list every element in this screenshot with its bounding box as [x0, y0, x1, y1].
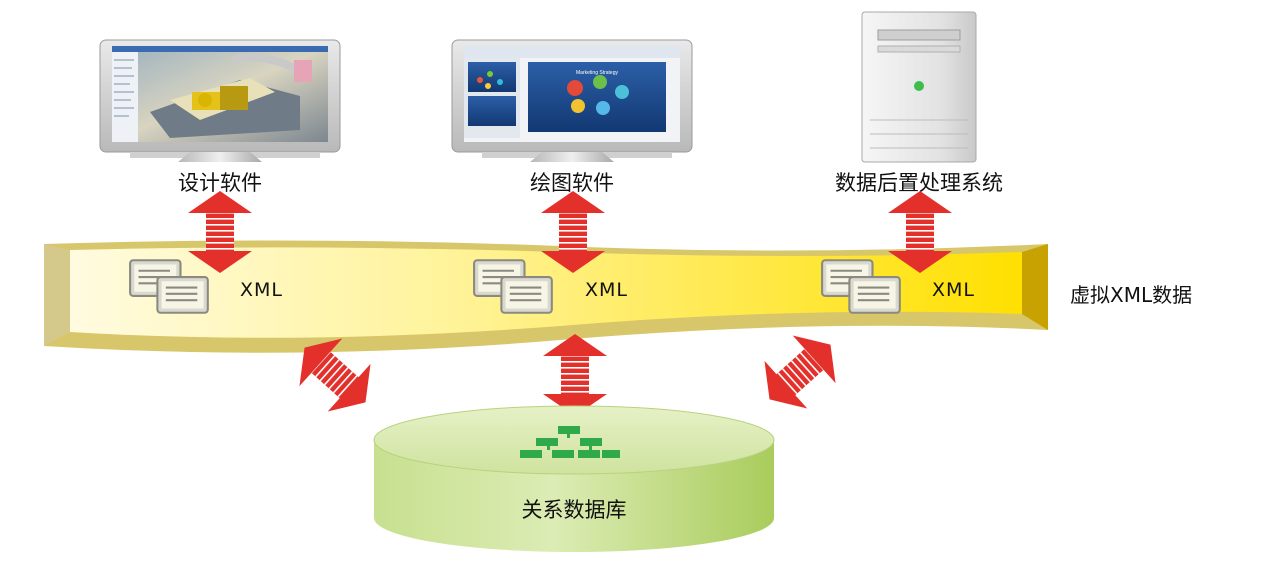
drawing-software-label: 绘图软件	[530, 171, 614, 195]
relational-database-label: 关系数据库	[521, 498, 627, 522]
slide-title: Marketing Strategy	[576, 70, 618, 76]
bidirectional-arrow-icon	[748, 320, 852, 424]
xml-label: XML	[585, 279, 628, 301]
xml-label: XML	[240, 279, 283, 301]
bidirectional-arrow-icon	[543, 334, 607, 416]
design-software-monitor	[99, 39, 341, 162]
relational-database-cylinder	[373, 405, 775, 552]
hierarchy-tree-icon	[520, 426, 620, 458]
design-software-label: 设计软件	[178, 171, 262, 195]
xml-label: XML	[932, 279, 975, 301]
virtual-xml-data-label: 虚拟XML数据	[1070, 283, 1193, 307]
postprocess-system-label: 数据后置处理系统	[835, 171, 1003, 195]
drawing-software-monitor: Marketing Strategy	[451, 39, 693, 162]
server-tower	[861, 11, 977, 163]
